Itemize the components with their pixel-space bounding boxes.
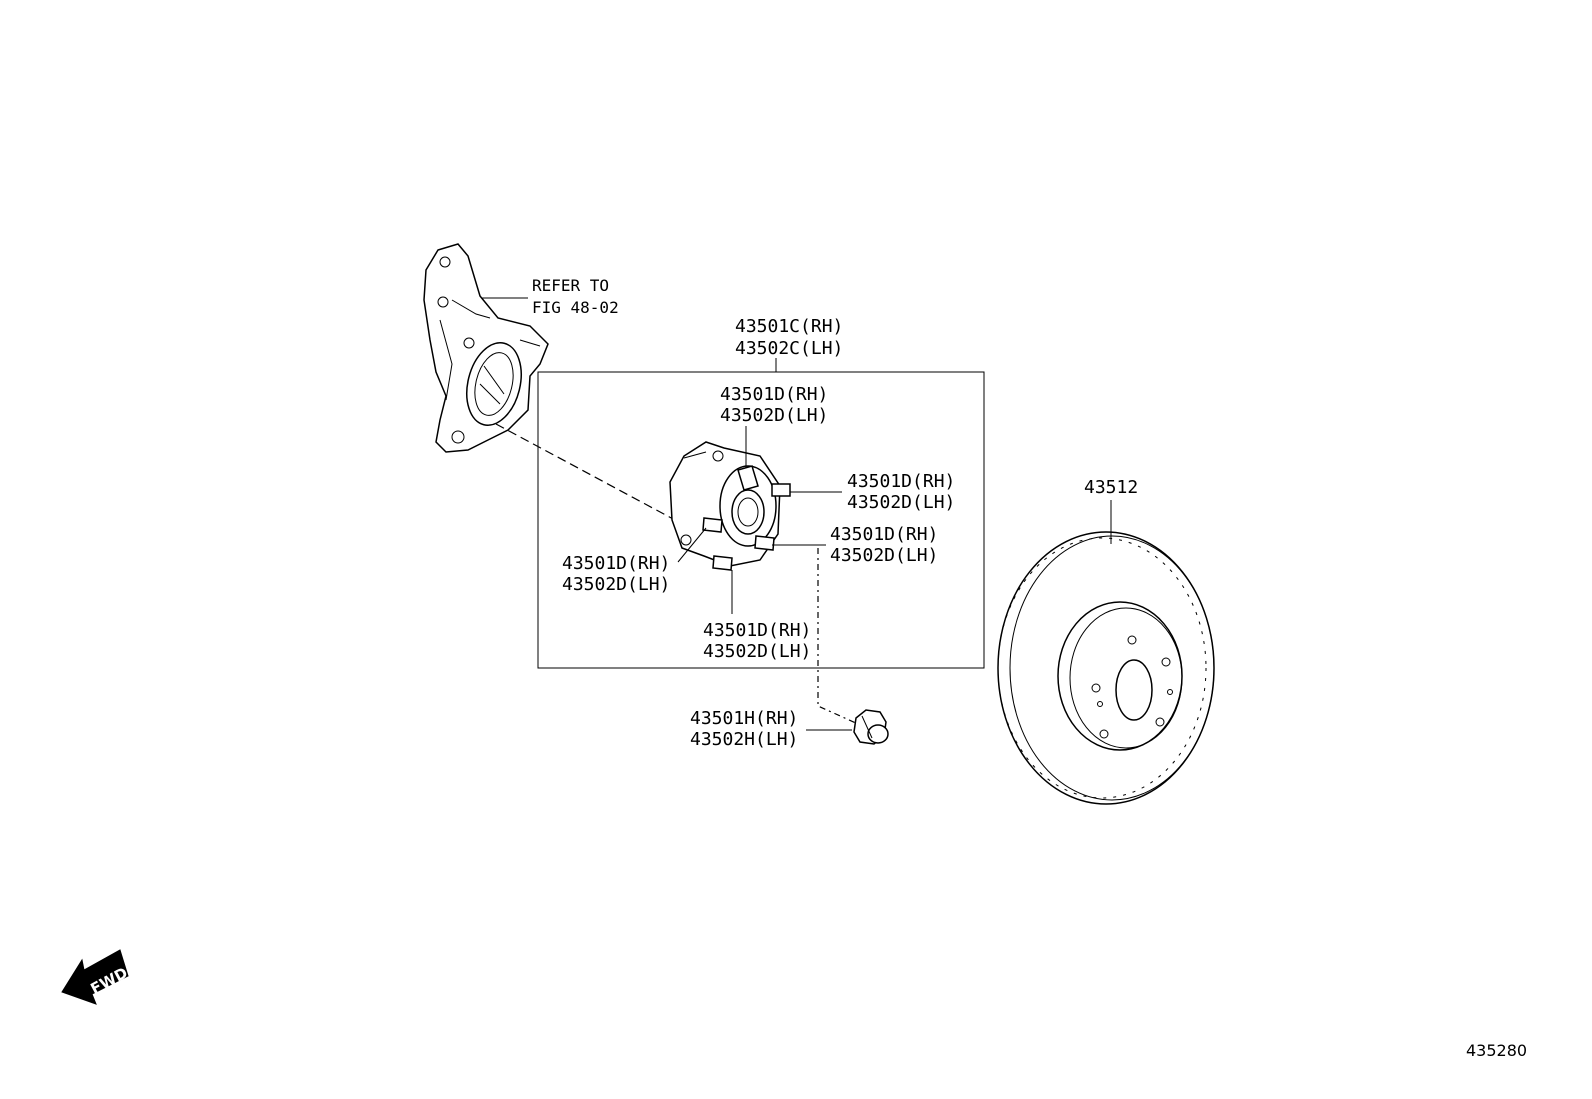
hub-nut-label-rh: 43501H(RH) <box>690 708 798 729</box>
hub-bolt-right-lower-label-rh: 43501D(RH) <box>830 524 938 545</box>
brake-disc-icon[interactable] <box>997 531 1215 805</box>
hub-bolt-top-label-rh: 43501D(RH) <box>720 384 828 405</box>
refer-note-line1: REFER TO <box>532 276 609 295</box>
hub-assembly-label-rh: 43501C(RH) <box>735 316 843 337</box>
hub-bolt-right-upper-label-rh: 43501D(RH) <box>847 471 955 492</box>
forward-arrow-icon: FWD <box>61 949 131 1005</box>
hub-bolt-right-upper-label-lh: 43502D(LH) <box>847 492 955 513</box>
hub-bolt-top-label-lh: 43502D(LH) <box>720 405 828 426</box>
hub-bolt-left-label-lh: 43502D(LH) <box>562 574 670 595</box>
hub-bolt-left-label-rh: 43501D(RH) <box>562 553 670 574</box>
hub-assembly-label-lh: 43502C(LH) <box>735 338 843 359</box>
hub-nut-icon[interactable] <box>853 709 889 745</box>
refer-note-line2: FIG 48-02 <box>532 298 619 317</box>
figure-code: 435280 <box>1466 1041 1527 1060</box>
hub-bolt-bottom-label-lh: 43502D(LH) <box>703 641 811 662</box>
hub-bolt-right-lower-label-lh: 43502D(LH) <box>830 545 938 566</box>
hub-bolt-icon[interactable] <box>702 465 791 571</box>
hub-assembly-box <box>537 371 985 669</box>
hub-nut-label-lh: 43502H(LH) <box>690 729 798 750</box>
hub-bolt-bottom-label-rh: 43501D(RH) <box>703 620 811 641</box>
steering-knuckle-icon[interactable] <box>423 243 549 453</box>
brake-disc-label: 43512 <box>1084 477 1138 498</box>
